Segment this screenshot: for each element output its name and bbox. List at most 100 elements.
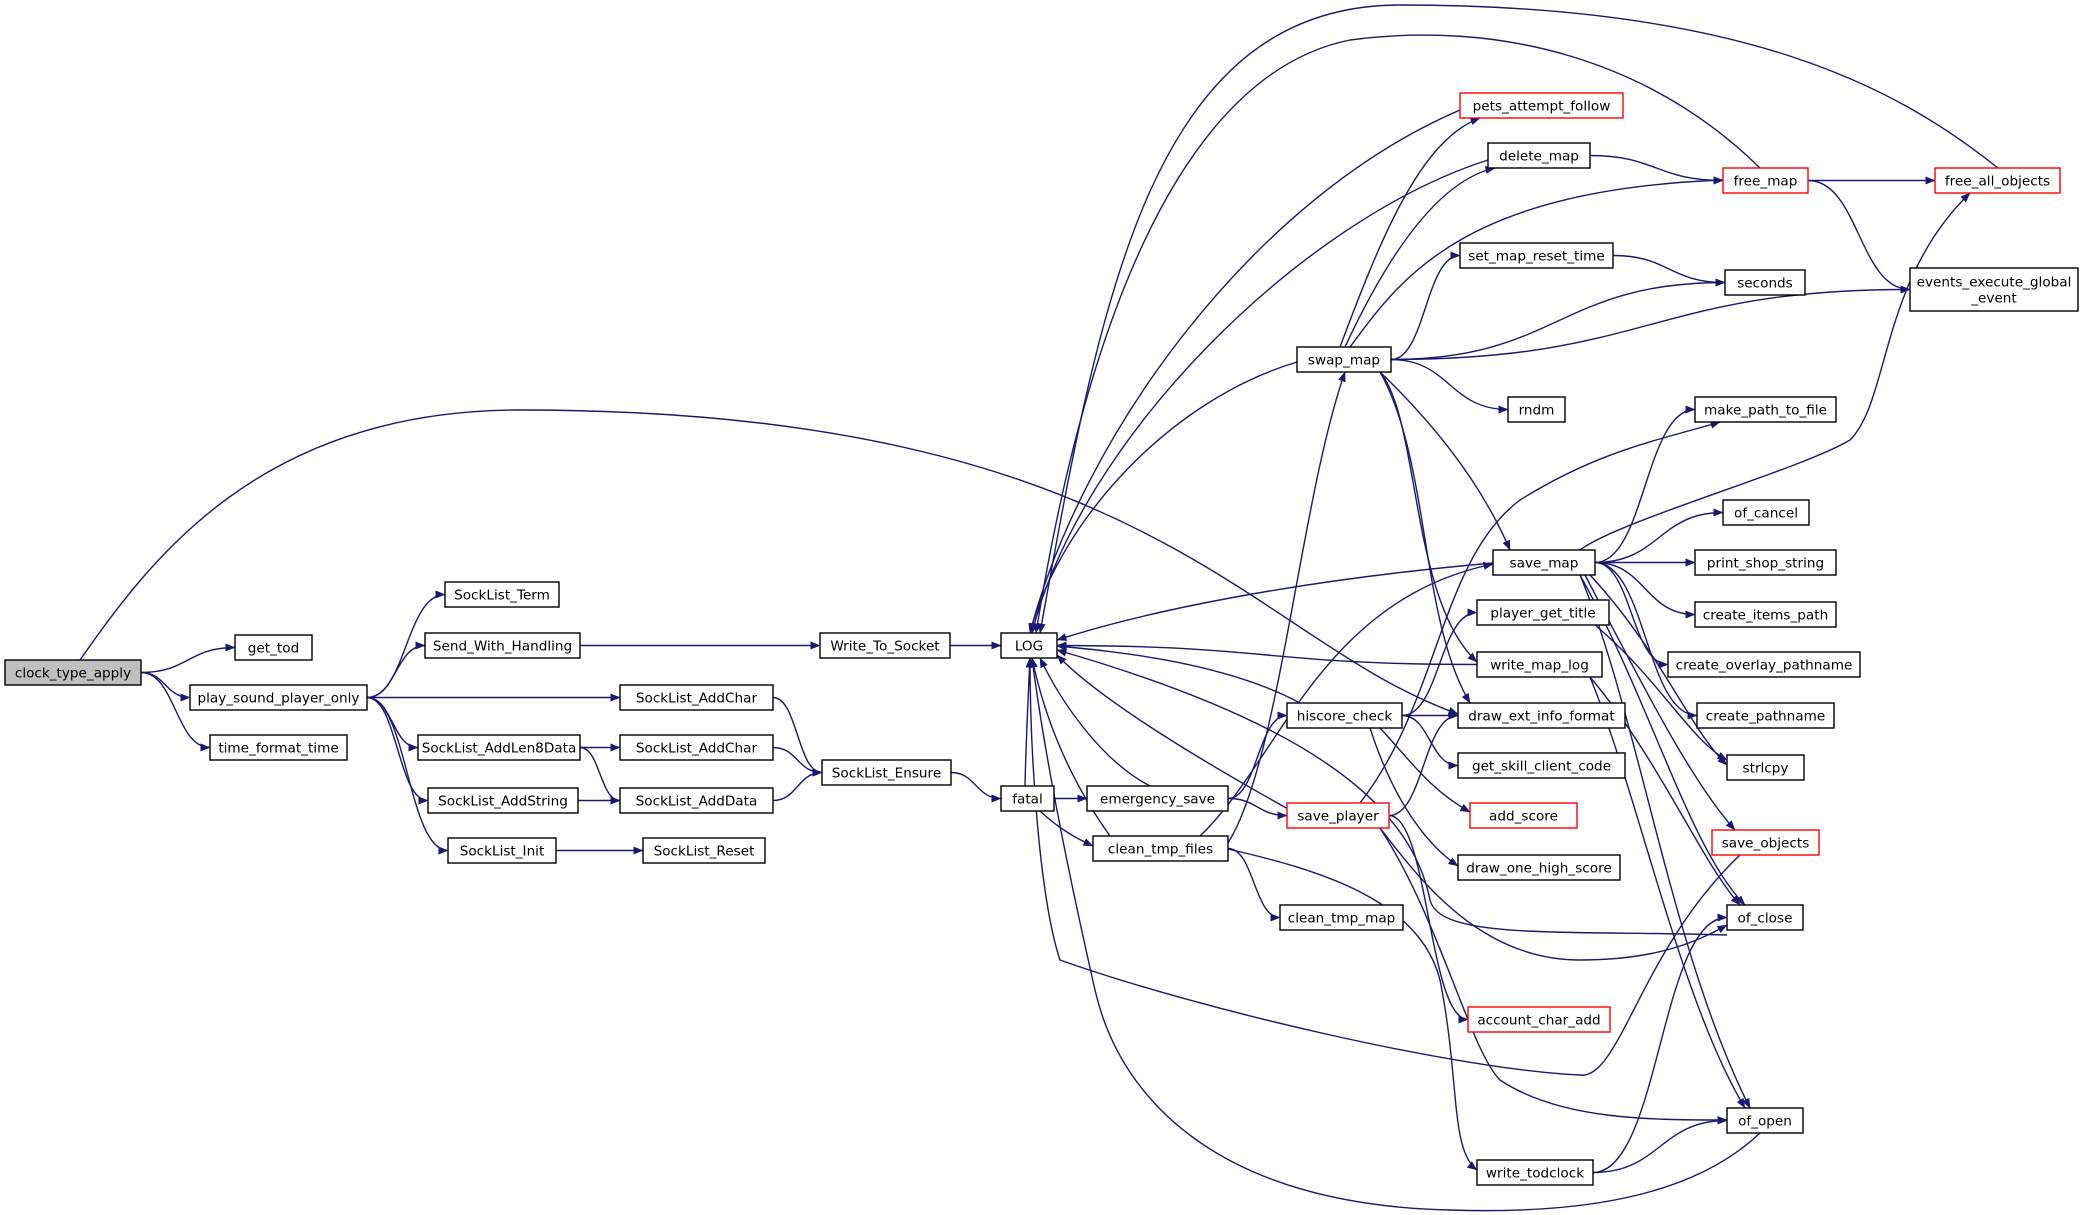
node-label: _event — [1970, 291, 2017, 307]
node-box — [1457, 702, 1626, 729]
edge-swap_map-to-set_map_reset_time — [1390, 251, 1461, 361]
edge-clean_tmp_files-to-save_map — [1199, 562, 1494, 837]
node-socklist-addstring[interactable]: SockList_AddString — [427, 787, 579, 814]
node-strlcpy[interactable]: strlcpy — [1726, 754, 1805, 781]
node-label: create_overlay_pathname — [1676, 658, 1853, 674]
node-save-map[interactable]: save_map — [1492, 549, 1596, 576]
node-label: write_map_log — [1490, 658, 1589, 674]
node-box — [821, 759, 952, 786]
node-write-todclock[interactable]: write_todclock — [1476, 1159, 1594, 1186]
node-swap-map[interactable]: swap_map — [1296, 346, 1392, 373]
node-label: SockList_AddChar — [636, 741, 758, 757]
node-delete-map[interactable]: delete_map — [1487, 142, 1591, 169]
node-label: clean_tmp_files — [1108, 842, 1213, 858]
edge-clean_tmp_files-to-swap_map — [1227, 371, 1346, 844]
node-box — [1279, 904, 1404, 931]
edge-save_map-to-create_items_path — [1594, 561, 1696, 619]
node-emergency-save[interactable]: emergency_save — [1086, 785, 1229, 812]
node-box — [1909, 267, 2079, 312]
node-socklist-addlen8data[interactable]: SockList_AddLen8Data — [417, 734, 581, 761]
edge-clean_tmp_files-to-clean_tmp_map — [1227, 847, 1281, 922]
node-clean-tmp-files[interactable]: clean_tmp_files — [1092, 835, 1229, 862]
node-play-sound-player-only[interactable]: play_sound_player_only — [189, 684, 368, 711]
node-box — [1476, 1159, 1594, 1186]
edge-emergency_save-to-LOG — [1039, 657, 1151, 787]
node-label: create_items_path — [1703, 608, 1828, 624]
node-set-map-reset-time[interactable]: set_map_reset_time — [1459, 242, 1614, 269]
node-draw-one-high-score[interactable]: draw_one_high_score — [1457, 854, 1621, 881]
node-create-pathname[interactable]: create_pathname — [1696, 702, 1835, 729]
node-layer: clock_type_apply get_tod play_sound_player… — [4, 92, 2079, 1186]
node-label: draw_one_high_score — [1466, 861, 1612, 877]
node-send-with-handling[interactable]: Send_With_Handling — [424, 632, 581, 659]
node-save-objects[interactable]: save_objects — [1711, 829, 1820, 856]
node-socklist-term[interactable]: SockList_Term — [444, 581, 560, 608]
edge-hiscore_check-to-LOG — [1056, 642, 1301, 704]
edge-save_map-to-LOG — [1056, 562, 1494, 641]
edge-fatal-to-clean_tmp_files — [1039, 810, 1094, 847]
node-log[interactable]: LOG — [1000, 632, 1058, 659]
edge-save_player-to-of_open — [1379, 827, 1728, 1124]
node-box — [1694, 549, 1837, 576]
node-free-map[interactable]: free_map — [1722, 167, 1809, 194]
node-label: swap_map — [1308, 353, 1380, 369]
edge-play_sound_player_only-to-SockList_AddString — [366, 696, 429, 805]
node-time-format-time[interactable]: time_format_time — [209, 734, 348, 761]
node-label: SockList_Reset — [654, 844, 755, 860]
edge-SockList_AddData-to-SockList_Ensure — [772, 768, 823, 802]
node-label: create_pathname — [1706, 709, 1825, 725]
node-free-all-objects[interactable]: free_all_objects — [1934, 167, 2061, 194]
node-fatal[interactable]: fatal — [1000, 785, 1055, 812]
node-of-cancel[interactable]: of_cancel — [1722, 499, 1810, 526]
node-socklist-adddata[interactable]: SockList_AddData — [619, 787, 774, 814]
node-pets-attempt-follow[interactable]: pets_attempt_follow — [1459, 92, 1624, 119]
node-box — [1286, 702, 1403, 729]
node-get-skill-client-code[interactable]: get_skill_client_code — [1457, 752, 1626, 779]
edge-delete_map-to-free_map — [1589, 154, 1724, 185]
node-socklist-ensure[interactable]: SockList_Ensure — [821, 759, 952, 786]
node-hiscore-check[interactable]: hiscore_check — [1286, 702, 1403, 729]
node-box — [1724, 269, 1806, 296]
node-box — [1469, 802, 1578, 829]
node-get-tod[interactable]: get_tod — [234, 634, 313, 661]
node-create-items-path[interactable]: create_items_path — [1694, 601, 1837, 628]
node-rndm[interactable]: rndm — [1507, 396, 1566, 423]
node-clean-tmp-map[interactable]: clean_tmp_map — [1279, 904, 1404, 931]
node-player-get-title[interactable]: player_get_title — [1476, 599, 1610, 626]
node-socklist-addchar-2[interactable]: SockList_AddChar — [619, 734, 774, 761]
node-socklist-addchar-1[interactable]: SockList_AddChar — [619, 684, 774, 711]
node-write-to-socket[interactable]: Write_To_Socket — [819, 632, 951, 659]
node-label: player_get_title — [1490, 606, 1595, 622]
node-socklist-reset[interactable]: SockList_Reset — [642, 837, 766, 864]
node-label: rndm — [1519, 403, 1555, 419]
node-box — [619, 787, 774, 814]
node-box — [1726, 904, 1804, 931]
node-label: get_skill_client_code — [1472, 759, 1611, 775]
edge-clean_tmp_files-to-LOG — [1030, 657, 1111, 837]
node-add-score[interactable]: add_score — [1469, 802, 1578, 829]
node-box — [1000, 632, 1058, 659]
node-print-shop-string[interactable]: print_shop_string — [1694, 549, 1837, 576]
edge-save_map-to-of_cancel — [1594, 508, 1724, 564]
node-box — [1459, 242, 1614, 269]
node-socklist-init[interactable]: SockList_Init — [447, 837, 557, 864]
node-label: of_cancel — [1734, 506, 1798, 522]
node-clock-type-apply[interactable]: clock_type_apply — [4, 659, 142, 686]
node-of-close[interactable]: of_close — [1726, 904, 1804, 931]
node-draw-ext-info-format[interactable]: draw_ext_info_format — [1457, 702, 1626, 729]
node-write-map-log[interactable]: write_map_log — [1476, 651, 1603, 678]
node-account-char-add[interactable]: account_char_add — [1467, 1006, 1611, 1033]
node-box — [1694, 396, 1837, 423]
node-of-open[interactable]: of_open — [1726, 1107, 1804, 1134]
node-create-overlay-pathname[interactable]: create_overlay_pathname — [1667, 651, 1861, 678]
edge-swap_map-to-draw_ext_info_format — [1379, 371, 1471, 704]
edge-write_todclock-to-of_close — [1592, 913, 1728, 1174]
node-save-player[interactable]: save_player — [1286, 802, 1390, 829]
node-seconds[interactable]: seconds — [1724, 269, 1806, 296]
node-events-execute-global-event[interactable]: events_execute_global_event — [1909, 267, 2079, 312]
edge-write_map_log-to-LOG — [1056, 641, 1478, 666]
node-label: time_format_time — [218, 741, 338, 757]
node-make-path-to-file[interactable]: make_path_to_file — [1694, 396, 1837, 423]
edge-hiscore_check-to-get_skill_client_code — [1401, 714, 1459, 770]
